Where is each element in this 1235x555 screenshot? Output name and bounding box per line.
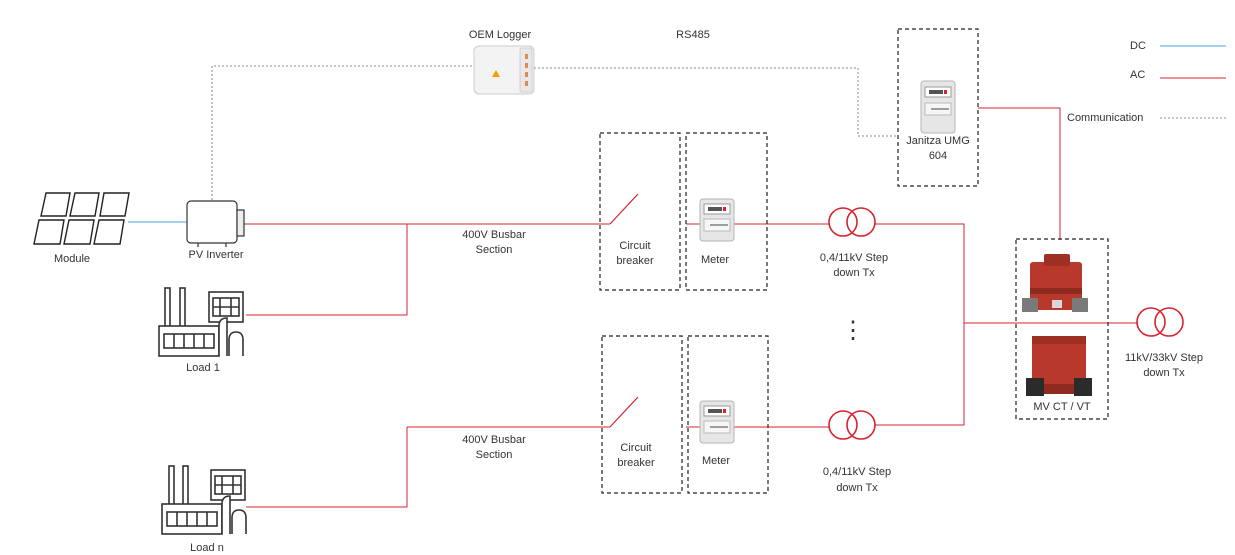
load-1-label: Load 1 xyxy=(186,362,220,374)
meter-bottom-enclosure xyxy=(687,335,769,494)
comm-line-inverter-logger xyxy=(211,65,474,200)
meter-bottom-icon xyxy=(699,400,735,444)
breaker-top-enclosure xyxy=(599,132,681,291)
tx-bottom-label-line2: down Tx xyxy=(836,482,878,494)
comm-line-logger-janitza xyxy=(534,67,898,137)
janitza-label-line1: Janitza UMG xyxy=(906,135,970,147)
pv-module-icon xyxy=(33,192,130,245)
ellipsis-vertical: ⋮ xyxy=(841,317,865,344)
breaker-bottom-switch-icon xyxy=(609,396,639,428)
tx-bottom-label-line1: 0,4/11kV Step xyxy=(823,466,891,478)
meter-top-label: Meter xyxy=(701,254,729,266)
legend-ac-label: AC xyxy=(1130,69,1145,81)
load-n-factory-icon xyxy=(161,465,247,535)
module-label: Module xyxy=(54,253,90,265)
oem-logger-icon xyxy=(473,45,535,95)
communication-lines xyxy=(211,65,898,200)
breaker-top-label-line1: Circuit xyxy=(619,240,650,252)
busbar-top-label-line2: Section xyxy=(476,244,513,256)
janitza-enclosure xyxy=(897,28,979,187)
legend-dc-label: DC xyxy=(1130,40,1146,52)
dashed-enclosures xyxy=(599,28,1109,494)
pv-inverter-icon xyxy=(186,200,245,247)
pv-inverter-label: PV Inverter xyxy=(188,249,243,261)
janitza-label-line2: 604 xyxy=(929,150,947,162)
breaker-bottom-label-line1: Circuit xyxy=(620,442,651,454)
ac-loadn-feed xyxy=(246,427,408,508)
breaker-top-switch-icon xyxy=(609,193,639,225)
load-1-factory-icon xyxy=(158,287,244,357)
breaker-top-label-line2: breaker xyxy=(616,255,654,267)
legend-communication-label: Communication xyxy=(1067,112,1143,124)
legend: DC AC Communication xyxy=(1067,40,1226,124)
load-n-label: Load n xyxy=(190,542,224,554)
mv-ct-vt-enclosure xyxy=(1015,238,1109,420)
mv-ct-vt-label: MV CT / VT xyxy=(1033,401,1091,413)
tx-top-label-line2: down Tx xyxy=(833,267,875,279)
tx-mv-label-line1: 11kV/33kV Step xyxy=(1125,352,1203,364)
oem-logger-label: OEM Logger xyxy=(469,29,532,41)
tx-bottom-icon xyxy=(828,410,876,440)
mv-vt-icon xyxy=(1026,336,1092,396)
ac-janitza-link xyxy=(978,107,1061,240)
breaker-bottom-enclosure xyxy=(601,335,683,494)
tx-top-label-line1: 0,4/11kV Step xyxy=(820,252,888,264)
tx-mv-label-line2: down Tx xyxy=(1143,367,1185,379)
busbar-bottom-label-line2: Section xyxy=(476,449,513,461)
ac-load1-feed xyxy=(246,224,408,316)
busbar-top-label-line1: 400V Busbar xyxy=(462,229,526,241)
rs485-label: RS485 xyxy=(676,29,710,41)
tx-top-icon xyxy=(828,207,876,237)
ac-lines xyxy=(244,107,1138,508)
meter-top-icon xyxy=(699,198,735,242)
breaker-bottom-label-line2: breaker xyxy=(617,457,655,469)
ac-tx-mv-top xyxy=(874,223,965,426)
meter-bottom-label: Meter xyxy=(702,455,730,467)
tx-mv-icon xyxy=(1136,307,1184,337)
mv-ct-icon xyxy=(1022,254,1088,312)
busbar-bottom-label-line1: 400V Busbar xyxy=(462,434,526,446)
janitza-meter-icon xyxy=(920,80,956,134)
